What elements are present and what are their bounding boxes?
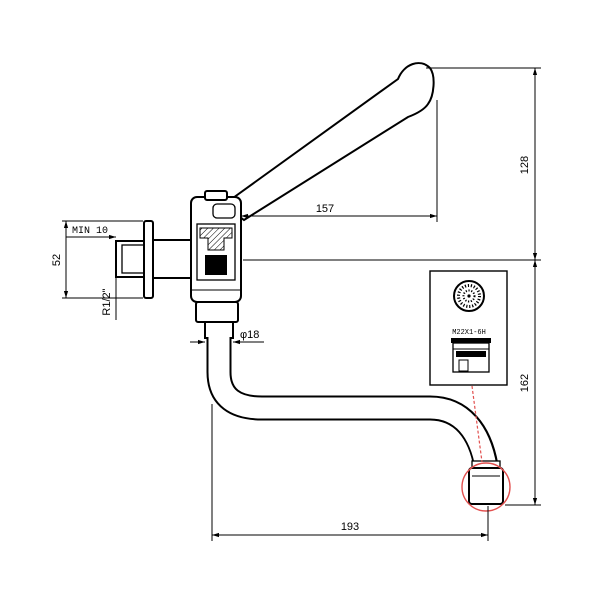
spout-pipe [206, 336, 499, 470]
inlet-connector [152, 239, 194, 279]
top-cap [204, 190, 228, 201]
min-wall-label: MIN 10 [72, 226, 108, 237]
aerator-face-center [467, 294, 471, 298]
dimension-spout-diameter: φ18 [190, 329, 264, 345]
spout-height-label: 162 [519, 374, 531, 392]
thread-spec-label: M22X1-6H [452, 329, 486, 337]
spout-reach-label: 193 [341, 521, 359, 533]
dimension-flange: 52 [51, 220, 143, 299]
thread-label: R1/2" [101, 288, 113, 315]
aerator-face-outer-holes [457, 284, 481, 308]
aerator-face-inner-holes [462, 289, 476, 303]
dimension-spout-height: 162 [505, 260, 541, 506]
lever-reach-label: 157 [316, 203, 334, 215]
lever-height-label: 128 [519, 156, 531, 174]
dimension-lever-reach: 157 [241, 100, 438, 222]
cartridge-spindle [199, 227, 233, 251]
spout-diameter-label: φ18 [240, 329, 259, 341]
valve-body [190, 190, 242, 339]
spout-pipe-fill [208, 336, 497, 470]
lever-hub [212, 203, 236, 219]
detail-leader-line [471, 385, 483, 463]
detail-box: M22X1-6H [429, 270, 508, 386]
cartridge-block-inner [208, 258, 224, 272]
dimension-lever-height: 128 [243, 67, 541, 261]
detail-frame [429, 270, 508, 386]
flange-label: 52 [51, 254, 63, 266]
thread-nipple-inner [121, 244, 146, 274]
aerator-body [468, 467, 504, 505]
spout-connector [204, 321, 234, 339]
lever-handle [224, 62, 435, 222]
aerator-section-top [451, 338, 491, 343]
aerator-section-band [456, 351, 486, 357]
wall-fitting [115, 220, 194, 299]
wall-flange [143, 220, 154, 299]
dimension-min-wall: MIN 10 [66, 226, 116, 240]
dimension-spout-reach: 193 [211, 404, 489, 541]
body-nut [195, 301, 239, 323]
thread-callout: R1/2" [101, 277, 117, 320]
aerator-section-insert [458, 359, 469, 372]
aerator [468, 460, 504, 505]
aerator-section-body [452, 342, 490, 373]
detail-highlight-circle [461, 462, 511, 512]
